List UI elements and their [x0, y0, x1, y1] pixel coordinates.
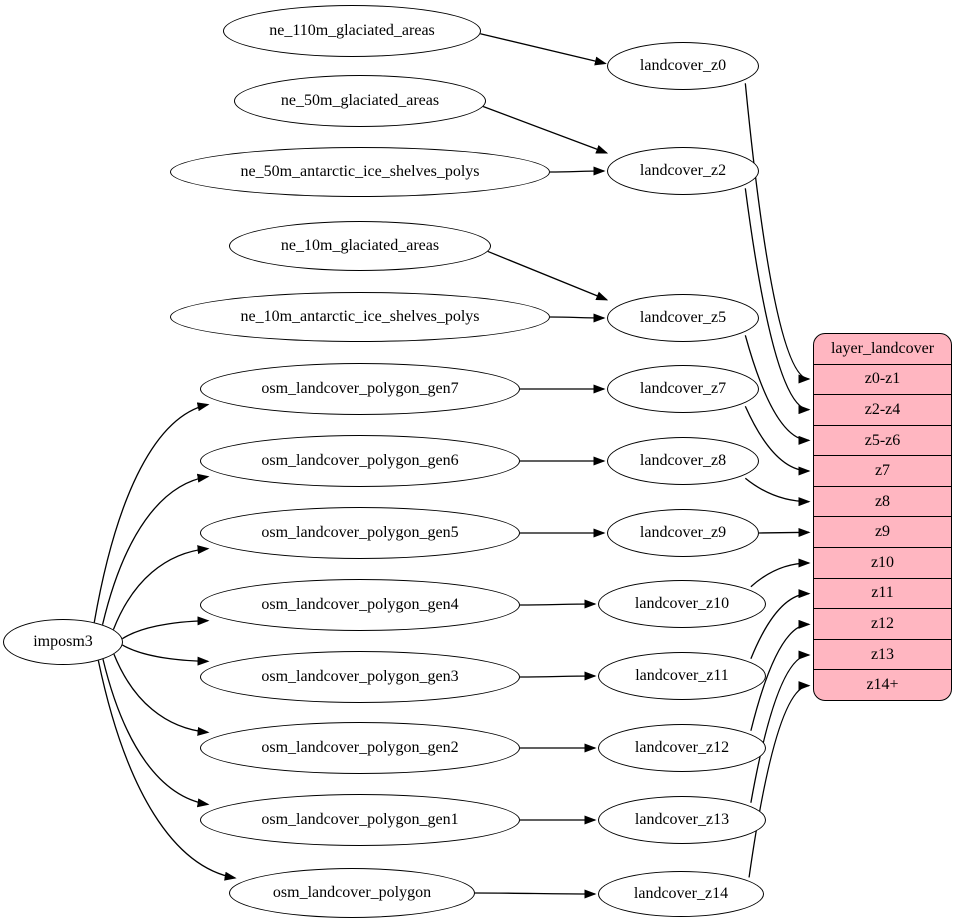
node-osm_landcover_polygon_gen2: osm_landcover_polygon_gen2 [200, 722, 520, 774]
node-label: ne_50m_antarctic_ice_shelves_polys [240, 163, 480, 180]
node-label: osm_landcover_polygon_gen7 [261, 380, 459, 397]
table-title: layer_landcover [830, 339, 935, 357]
node-label: osm_landcover_polygon_gen3 [261, 668, 459, 685]
node-label: landcover_z11 [635, 667, 729, 684]
table-row-z12: z12 [814, 608, 951, 639]
table-row-z5-z6: z5-z6 [814, 424, 951, 456]
edge-imposm3--osm_landcover_polygon_gen2 [113, 653, 210, 736]
node-label: landcover_z14 [633, 885, 729, 902]
node-label: landcover_z8 [639, 452, 727, 469]
node-label: ne_50m_glaciated_areas [280, 92, 440, 109]
node-label: landcover_z7 [639, 380, 727, 397]
node-imposm3: imposm3 [3, 619, 123, 665]
node-landcover_z7: landcover_z7 [607, 365, 759, 413]
edge-landcover_z7--z7 [744, 406, 811, 476]
table-row-z11: z11 [814, 577, 951, 609]
edge-landcover_z0--z0-z1 [744, 83, 811, 384]
edge-landcover_z2--z2-z4 [744, 188, 811, 415]
edge-imposm3--osm_landcover_polygon [97, 660, 237, 881]
node-landcover_z5: landcover_z5 [607, 294, 759, 342]
node-label: landcover_z13 [634, 811, 730, 828]
table-row-z0-z1: z0-z1 [814, 363, 951, 395]
node-landcover_z2: landcover_z2 [607, 147, 759, 195]
node-landcover_z11: landcover_z11 [598, 652, 766, 700]
edge-landcover_z14--z14+ [748, 681, 811, 878]
edge-ne_10m_glaciated_areas--landcover_z5 [487, 250, 609, 301]
node-ne_50m_antarctic_ice_shelves_polys: ne_50m_antarctic_ice_shelves_polys [170, 147, 550, 197]
node-osm_landcover_polygon_gen4: osm_landcover_polygon_gen4 [200, 579, 520, 631]
node-label: osm_landcover_polygon_gen6 [261, 452, 459, 469]
node-label: osm_landcover_polygon_gen5 [261, 524, 459, 541]
node-ne_110m_glaciated_areas: ne_110m_glaciated_areas [223, 5, 481, 57]
table-row-z9: z9 [814, 516, 951, 547]
node-landcover_z9: landcover_z9 [607, 509, 759, 557]
node-osm_landcover_polygon_gen5: osm_landcover_polygon_gen5 [200, 507, 520, 559]
node-landcover_z8: landcover_z8 [607, 437, 759, 485]
edge-landcover_z10--z10 [750, 558, 811, 588]
node-osm_landcover_polygon_gen1: osm_landcover_polygon_gen1 [200, 794, 520, 846]
edge-imposm3--osm_landcover_polygon_gen5 [112, 545, 210, 630]
node-osm_landcover_polygon: osm_landcover_polygon [229, 868, 475, 918]
node-label: ne_10m_antarctic_ice_shelves_polys [240, 308, 480, 325]
edge-landcover_z5--z5-z6 [744, 335, 811, 445]
table-row-z10: z10 [814, 547, 951, 578]
node-label: landcover_z2 [639, 162, 727, 179]
edge-osm_landcover_polygon_gen3--landcover_z11 [519, 671, 597, 681]
edge-imposm3--osm_landcover_polygon_gen6 [101, 473, 210, 625]
node-landcover_z12: landcover_z12 [598, 724, 766, 772]
node-label: ne_110m_glaciated_areas [269, 22, 435, 39]
node-osm_landcover_polygon_gen3: osm_landcover_polygon_gen3 [200, 651, 520, 703]
edge-landcover_z8--z8 [744, 477, 811, 507]
edge-landcover_z13--z13 [750, 650, 811, 803]
edge-ne_50m_antarctic_ice_shelves_polys--landcover_z2 [549, 166, 606, 176]
edge-imposm3--osm_landcover_polygon_gen4 [122, 616, 210, 640]
node-landcover_z13: landcover_z13 [598, 796, 766, 844]
edge-osm_landcover_polygon--landcover_z14 [474, 889, 597, 899]
node-osm_landcover_polygon_gen7: osm_landcover_polygon_gen7 [200, 363, 520, 415]
node-label: landcover_z0 [639, 57, 727, 74]
node-label: landcover_z10 [634, 595, 730, 612]
node-label: landcover_z12 [634, 739, 730, 756]
node-label: osm_landcover_polygon_gen4 [261, 596, 459, 613]
node-label: ne_10m_glaciated_areas [280, 237, 440, 254]
node-label: landcover_z5 [639, 309, 727, 326]
node-label: osm_landcover_polygon_gen2 [261, 739, 459, 756]
table-row-z14+: z14+ [814, 669, 951, 700]
node-label: osm_landcover_polygon [272, 884, 432, 901]
edge-landcover_z12--z12 [750, 619, 811, 731]
table-row-z2-z4: z2-z4 [814, 394, 951, 425]
node-ne_50m_glaciated_areas: ne_50m_glaciated_areas [234, 75, 486, 127]
node-label: osm_landcover_polygon_gen1 [261, 811, 459, 828]
edge-imposm3--osm_landcover_polygon_gen7 [93, 402, 210, 623]
table-row-z8: z8 [814, 485, 951, 517]
node-label: imposm3 [33, 633, 93, 650]
node-ne_10m_glaciated_areas: ne_10m_glaciated_areas [229, 221, 491, 271]
edge-ne_110m_glaciated_areas--landcover_z0 [480, 33, 607, 66]
edge-imposm3--osm_landcover_polygon_gen3 [122, 644, 210, 666]
edge-ne_50m_glaciated_areas--landcover_z2 [482, 105, 609, 154]
edge-imposm3--osm_landcover_polygon_gen1 [102, 659, 210, 808]
node-landcover_z14: landcover_z14 [598, 871, 764, 917]
edge-landcover_z11--z11 [750, 589, 811, 659]
edge-ne_10m_antarctic_ice_shelves_polys--landcover_z5 [549, 313, 606, 323]
edge-landcover_z9--z9 [758, 527, 811, 537]
node-landcover_z0: landcover_z0 [607, 42, 759, 90]
edge-osm_landcover_polygon_gen4--landcover_z10 [519, 599, 597, 609]
table-row-z13: z13 [814, 638, 951, 670]
table-row-z7: z7 [814, 455, 951, 486]
node-osm_landcover_polygon_gen6: osm_landcover_polygon_gen6 [200, 435, 520, 487]
node-landcover_z10: landcover_z10 [598, 580, 766, 628]
node-ne_10m_antarctic_ice_shelves_polys: ne_10m_antarctic_ice_shelves_polys [170, 292, 550, 342]
node-label: landcover_z9 [639, 524, 727, 541]
